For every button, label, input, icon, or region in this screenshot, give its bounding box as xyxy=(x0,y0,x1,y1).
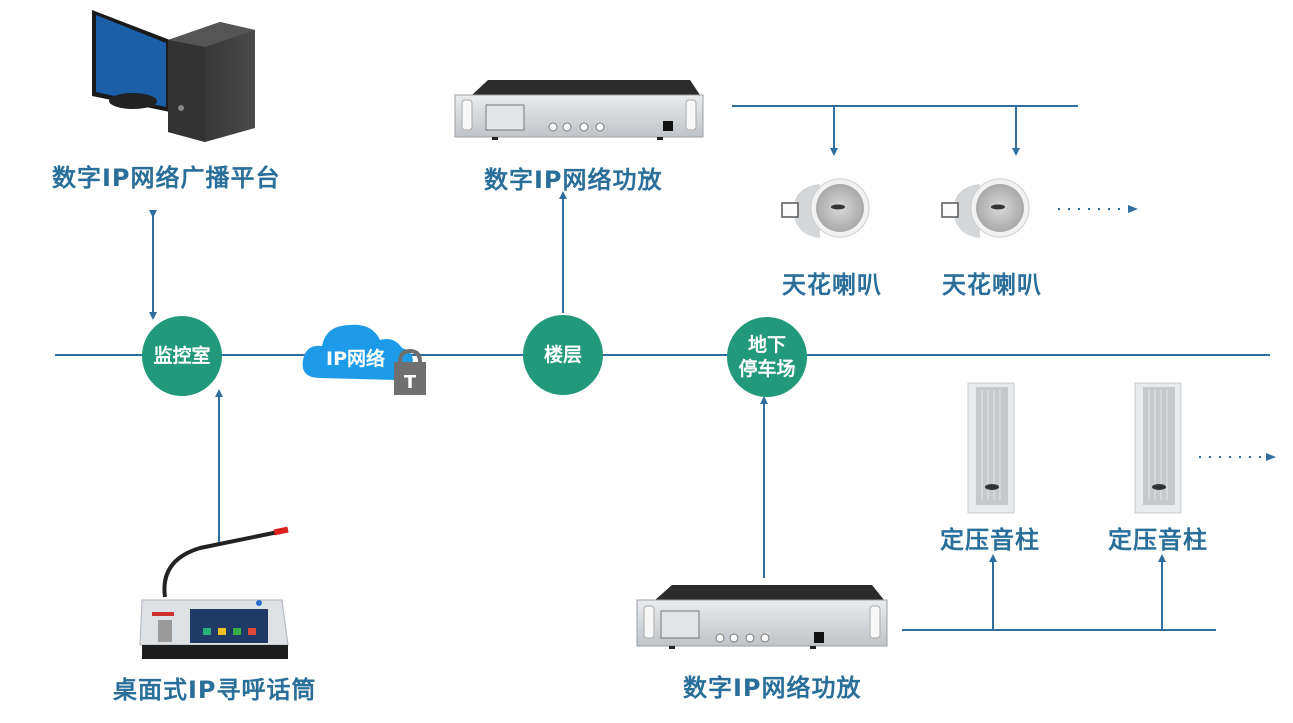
amp-top-label: 数字IP网络功放 xyxy=(484,166,663,194)
node-parking-label-line1: 地下 xyxy=(747,334,786,356)
ip-network-label: IP网络 xyxy=(326,348,385,370)
node-floor: 楼层 xyxy=(523,315,603,395)
node-monitor-room-label: 监控室 xyxy=(153,345,211,367)
desktop-computer-icon xyxy=(92,10,255,142)
column-speaker-2-label: 定压音柱 xyxy=(1108,526,1208,554)
node-floor-label: 楼层 xyxy=(543,344,582,366)
cloud-lock-icon: T xyxy=(302,324,426,395)
ceiling-speaker-icon-1 xyxy=(781,178,870,238)
node-underground-parking: 地下 停车场 xyxy=(727,317,807,397)
column-speaker-icon-2 xyxy=(1134,382,1182,514)
node-monitor-room: 监控室 xyxy=(142,316,222,396)
amp-bottom-label: 数字IP网络功放 xyxy=(683,674,862,702)
paging-mic-label: 桌面式IP寻呼话筒 xyxy=(113,676,317,704)
rack-amplifier-icon-top xyxy=(454,80,704,140)
node-parking-label-line2: 停车场 xyxy=(738,358,796,380)
ceiling-speaker-1-label: 天花喇叭 xyxy=(782,271,882,299)
desktop-paging-microphone-icon xyxy=(139,526,289,659)
rack-amplifier-icon-bottom xyxy=(636,585,888,649)
ceiling-speaker-2-label: 天花喇叭 xyxy=(942,271,1042,299)
more-column-speakers-arrow xyxy=(1199,453,1276,461)
platform-label: 数字IP网络广播平台 xyxy=(52,164,281,192)
column-speaker-icon-1 xyxy=(967,382,1015,514)
ceiling-speaker-icon-2 xyxy=(941,178,1030,238)
more-ceiling-speakers-arrow xyxy=(1058,205,1138,213)
column-speaker-1-label: 定压音柱 xyxy=(940,526,1040,554)
svg-text:T: T xyxy=(404,372,417,393)
